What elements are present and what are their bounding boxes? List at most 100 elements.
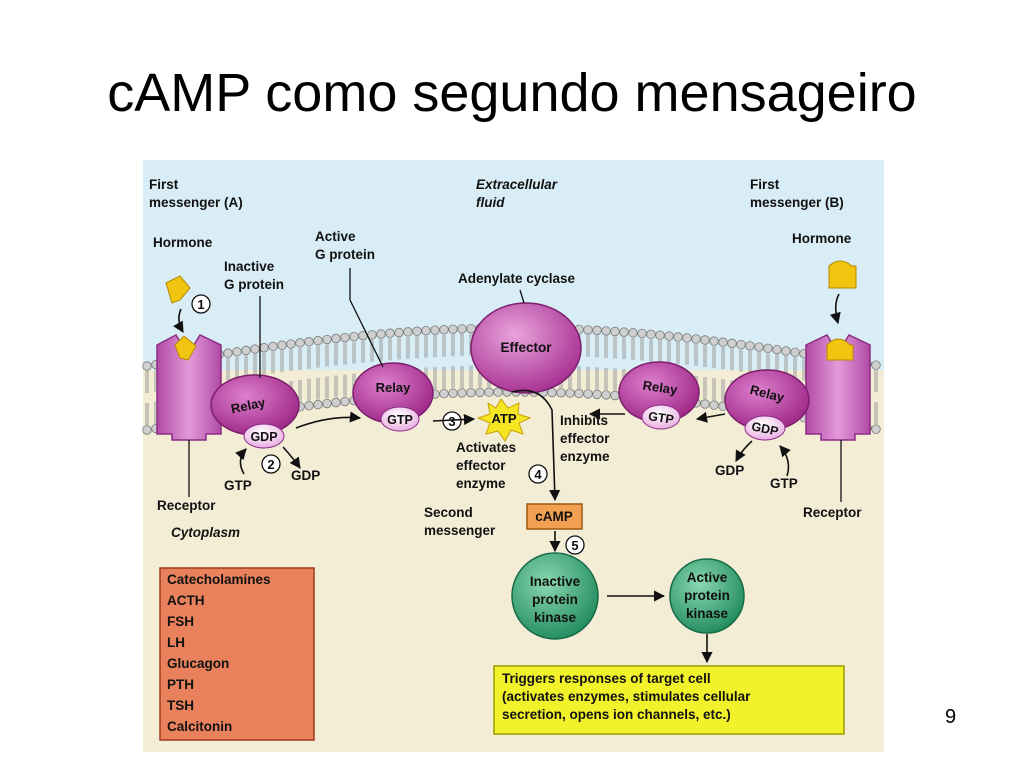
lipid-head	[655, 330, 665, 340]
lipid-head	[574, 388, 584, 399]
active-kinase-line1: Active	[687, 570, 728, 585]
hormone-list-item: TSH	[167, 698, 194, 713]
lipid-head	[232, 347, 242, 357]
lipid-tail	[316, 345, 320, 400]
lipid-tail	[613, 336, 617, 391]
step-5-label: 5	[571, 538, 578, 553]
lipid-tail	[343, 342, 347, 397]
lipid-head	[556, 388, 566, 398]
lipid-head	[790, 347, 800, 358]
lipid-tail	[667, 341, 671, 396]
lipid-tail	[595, 335, 599, 390]
inhibits-line3: enzyme	[560, 449, 610, 464]
lipid-head	[259, 343, 269, 353]
camp-label: cAMP	[535, 509, 573, 524]
lipid-tail	[226, 358, 230, 413]
lipid-tail	[766, 353, 770, 408]
lipid-tail	[604, 335, 608, 390]
lipid-head	[457, 324, 467, 334]
gtp-active-b-label: GTP	[647, 409, 674, 426]
active-g-line1: Active	[315, 229, 356, 244]
lipid-head	[583, 325, 593, 335]
lipid-head	[313, 399, 323, 410]
receptor-a-label: Receptor	[157, 498, 216, 513]
lipid-head	[484, 387, 494, 397]
lipid-head	[754, 342, 764, 352]
lipid-head	[304, 401, 314, 411]
lipid-tail	[298, 347, 302, 402]
adenylate-cyclase-label: Adenylate cyclase	[458, 271, 576, 286]
lipid-head	[241, 345, 251, 356]
lipid-tail	[271, 351, 275, 406]
active-kinase-line2: protein	[684, 588, 730, 603]
lipid-head	[628, 328, 638, 338]
activates-line1: Activates	[456, 440, 516, 455]
lipid-head	[322, 334, 332, 345]
lipid-tail	[442, 334, 446, 389]
lipid-head	[745, 341, 755, 351]
lipid-head	[493, 387, 503, 397]
lipid-tail	[289, 349, 293, 404]
lipid-head	[700, 399, 710, 409]
lipid-head	[250, 344, 260, 354]
step-4: 4	[528, 464, 548, 484]
lipid-head	[682, 333, 692, 343]
lipid-tail	[874, 370, 878, 425]
lipid-head	[565, 388, 575, 398]
hormone-list-item: LH	[167, 635, 185, 650]
inactive-g-line1: Inactive	[224, 259, 275, 274]
hormone-list-item: Catecholamines	[167, 572, 271, 587]
inactive-g-line2: G protein	[224, 277, 284, 292]
lipid-tail	[685, 342, 689, 397]
lipid-head	[718, 337, 728, 347]
lipid-head	[601, 326, 611, 336]
step-1-label: 1	[197, 297, 204, 312]
lipid-head	[709, 400, 719, 410]
atp-label: ATP	[491, 411, 516, 426]
lipid-head	[610, 390, 620, 401]
lipid-tail	[802, 358, 806, 413]
inhibits-line1: Inhibits	[560, 413, 608, 428]
lipid-head	[421, 325, 431, 336]
inactive-kinase-line1: Inactive	[530, 574, 581, 589]
lipid-head	[340, 332, 350, 343]
lipid-head	[475, 387, 485, 398]
lipid-head	[610, 326, 620, 337]
lipid-tail	[451, 334, 455, 389]
lipid-head	[691, 334, 701, 344]
lipid-head	[871, 360, 881, 370]
lipid-head	[583, 389, 593, 399]
hormone-list-item: FSH	[167, 614, 194, 629]
gdp-a-out-label: GDP	[291, 468, 320, 483]
lipid-head	[646, 329, 656, 340]
lipid-head	[349, 331, 359, 342]
second-messenger-line2: messenger	[424, 523, 496, 538]
lipid-head	[592, 389, 602, 400]
hormone-b-free	[828, 260, 857, 289]
leader-lines	[188, 268, 842, 502]
gtp-b-label: GTP	[770, 476, 798, 491]
lipid-head	[772, 344, 782, 355]
lipid-tail	[388, 338, 392, 393]
lipid-head	[304, 337, 314, 347]
relay-active-b-label: Relay	[642, 378, 679, 398]
lipid-tail	[730, 348, 734, 403]
hormone-a-label: Hormone	[153, 235, 213, 250]
lipid-head	[295, 338, 305, 348]
lipid-tail	[370, 339, 374, 394]
triggers-box	[493, 665, 845, 735]
gtp-active-a-label: GTP	[387, 413, 413, 427]
lipid-head	[439, 324, 449, 335]
lipid-head	[142, 425, 152, 435]
lipid-tail	[793, 357, 797, 412]
gdp-a-label: GDP	[250, 430, 277, 444]
hormone-list-item: Calcitonin	[167, 719, 232, 734]
lipid-head	[736, 339, 746, 350]
hormone-a-free	[165, 275, 191, 304]
lipid-head	[673, 332, 683, 342]
activates-line2: effector	[456, 458, 506, 473]
lipid-head	[448, 324, 458, 334]
lipid-tail	[721, 347, 725, 402]
lipid-head	[331, 333, 341, 344]
lipid-head	[331, 397, 341, 408]
